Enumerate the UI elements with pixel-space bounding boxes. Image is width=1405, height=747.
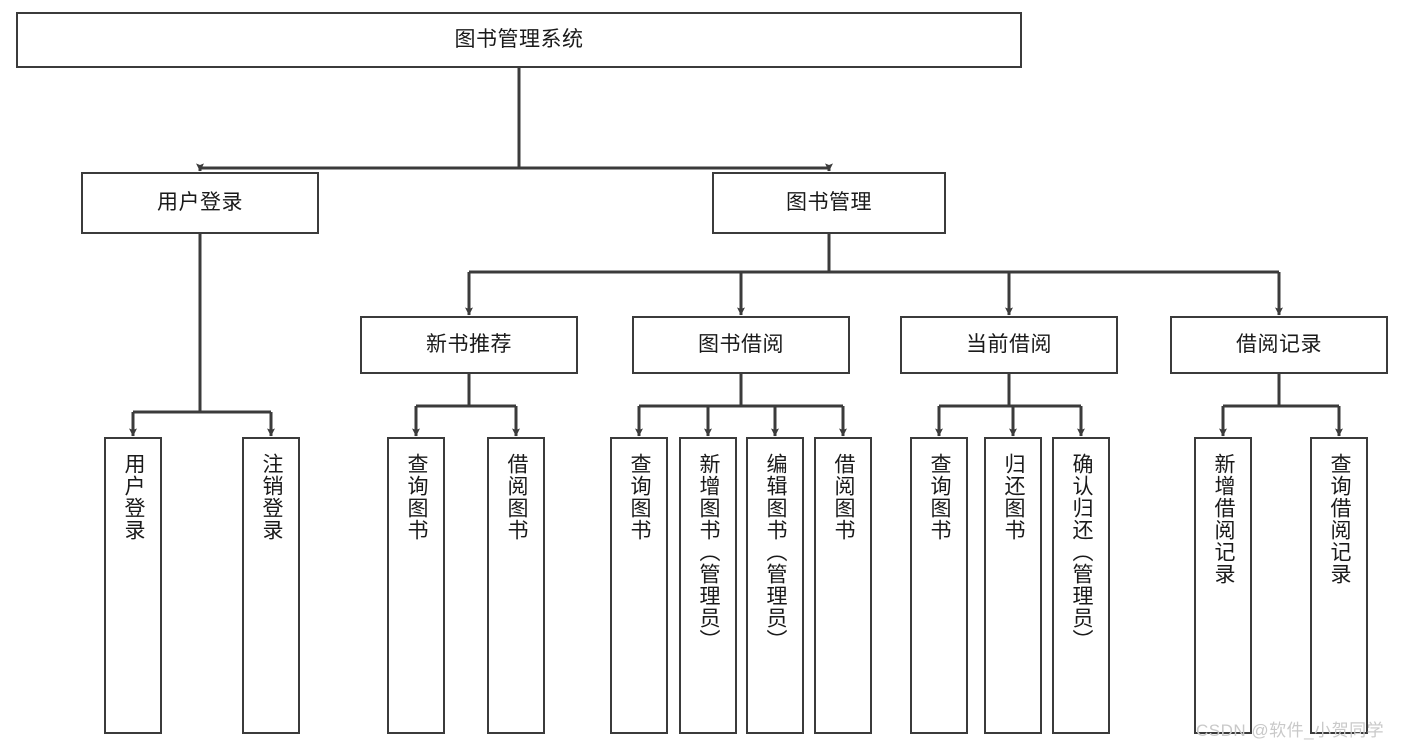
node-user-login[interactable]: 用户登录 (81, 172, 319, 234)
csdn-watermark: CSDN @软件_小贺同学 (1196, 721, 1385, 740)
node-leaf-return-book[interactable]: 归还图书 (984, 437, 1042, 734)
node-label-new-book-recommend: 新书推荐 (426, 332, 512, 356)
node-leaf-query-book-2[interactable]: 查询图书 (610, 437, 668, 734)
node-book-manage[interactable]: 图书管理 (712, 172, 946, 234)
node-label-book-manage: 图书管理 (786, 190, 872, 214)
node-label-current-borrow: 当前借阅 (966, 332, 1052, 356)
node-label-leaf-query-record: 查询借阅记录 (1328, 453, 1352, 585)
node-leaf-user-login[interactable]: 用户登录 (104, 437, 162, 734)
node-label-root: 图书管理系统 (454, 27, 584, 51)
node-label-leaf-add-record: 新增借阅记录 (1212, 453, 1236, 585)
node-label-leaf-query-book-1: 查询图书 (405, 453, 429, 541)
node-label-leaf-user-login: 用户登录 (122, 453, 146, 541)
node-new-book-recommend[interactable]: 新书推荐 (360, 316, 578, 374)
node-label-borrow-record: 借阅记录 (1236, 332, 1322, 356)
node-leaf-logout[interactable]: 注销登录 (242, 437, 300, 734)
node-label-leaf-logout: 注销登录 (260, 453, 284, 541)
node-borrow-record[interactable]: 借阅记录 (1170, 316, 1388, 374)
node-label-leaf-query-book-2: 查询图书 (628, 453, 652, 541)
node-leaf-add-book[interactable]: 新增图书（管理员） (679, 437, 737, 734)
node-label-leaf-edit-book: 编辑图书（管理员） (764, 453, 788, 651)
node-label-leaf-query-book-3: 查询图书 (928, 453, 952, 541)
node-label-leaf-return-book: 归还图书 (1002, 453, 1026, 541)
node-current-borrow[interactable]: 当前借阅 (900, 316, 1118, 374)
node-leaf-query-book-1[interactable]: 查询图书 (387, 437, 445, 734)
node-label-user-login: 用户登录 (157, 190, 243, 214)
node-label-leaf-borrow-book-2: 借阅图书 (832, 453, 856, 541)
node-leaf-query-book-3[interactable]: 查询图书 (910, 437, 968, 734)
node-leaf-edit-book[interactable]: 编辑图书（管理员） (746, 437, 804, 734)
node-label-leaf-confirm-return: 确认归还（管理员） (1070, 453, 1094, 651)
node-leaf-borrow-book-1[interactable]: 借阅图书 (487, 437, 545, 734)
node-label-leaf-borrow-book-1: 借阅图书 (505, 453, 529, 541)
node-label-leaf-add-book: 新增图书（管理员） (697, 453, 721, 651)
node-leaf-add-record[interactable]: 新增借阅记录 (1194, 437, 1252, 734)
node-leaf-borrow-book-2[interactable]: 借阅图书 (814, 437, 872, 734)
node-leaf-confirm-return[interactable]: 确认归还（管理员） (1052, 437, 1110, 734)
node-leaf-query-record[interactable]: 查询借阅记录 (1310, 437, 1368, 734)
node-label-book-borrow: 图书借阅 (698, 332, 784, 356)
node-root[interactable]: 图书管理系统 (16, 12, 1022, 68)
node-book-borrow[interactable]: 图书借阅 (632, 316, 850, 374)
